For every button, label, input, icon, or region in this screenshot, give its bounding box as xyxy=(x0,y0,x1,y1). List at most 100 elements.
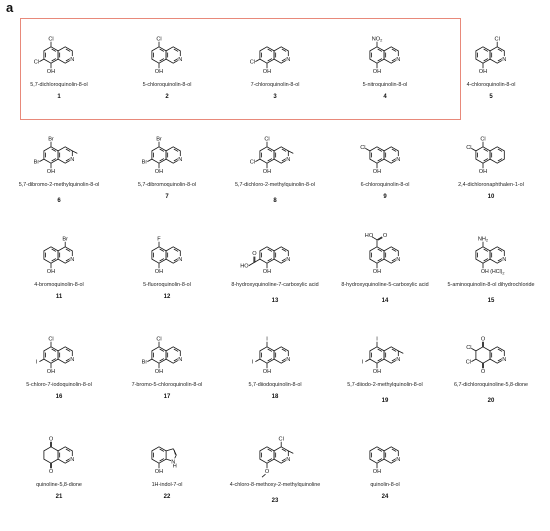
ring xyxy=(151,346,167,364)
nitrogen-atom: N xyxy=(70,357,74,363)
substituent-c5: Br xyxy=(48,136,54,142)
bond xyxy=(147,158,153,162)
bond xyxy=(281,58,287,62)
hydroxyl-label: OH xyxy=(479,69,487,75)
n-mask xyxy=(501,256,507,263)
bond xyxy=(267,458,273,462)
n-mask xyxy=(177,256,183,263)
bond xyxy=(51,348,57,352)
bond xyxy=(391,258,397,262)
bond xyxy=(281,448,287,452)
bond xyxy=(471,348,477,352)
compound-name: 5,7-dibromo-2-methylquinolin-8-ol xyxy=(18,182,100,188)
bond xyxy=(371,236,378,241)
nitrogen-atom: N xyxy=(396,57,400,63)
bond xyxy=(377,458,383,462)
bond xyxy=(159,358,165,362)
compound-number: 4 xyxy=(383,94,387,100)
ring xyxy=(489,146,505,164)
ring xyxy=(273,46,289,64)
compound-number: 22 xyxy=(163,494,171,500)
hydroxyl-label: OH xyxy=(263,69,271,75)
compound-name: 5,7-dichloroquinolin-8-ol xyxy=(30,82,88,88)
bond xyxy=(483,258,489,262)
compound-number: 10 xyxy=(487,194,495,200)
compound-name: 2,4-dichloronaphthalen-1-ol xyxy=(458,182,524,188)
substituent-c5: Cl xyxy=(264,136,269,142)
bond xyxy=(65,348,71,352)
substituent-c4: Cl xyxy=(279,436,284,442)
ring xyxy=(43,346,59,364)
bond xyxy=(377,448,383,452)
methoxy-oxygen: O xyxy=(265,469,270,475)
bond xyxy=(471,358,477,362)
nitrogen-atom: N xyxy=(178,157,182,163)
bond xyxy=(483,48,489,52)
bond xyxy=(391,448,397,452)
hydroxyl-label: OH xyxy=(47,169,55,175)
oxo-label: O xyxy=(481,336,486,342)
bond xyxy=(51,58,57,62)
compound-name: 5,7-diiodoquinolin-8-ol xyxy=(248,382,302,388)
bond xyxy=(497,58,503,62)
nitrogen-atom: N xyxy=(502,357,506,363)
bond xyxy=(497,48,503,52)
substituent-c5: Cl xyxy=(156,36,161,42)
n-mask xyxy=(285,56,291,63)
substituent-c7: Cl xyxy=(34,60,39,66)
bond xyxy=(377,48,383,52)
n-mask xyxy=(395,256,401,263)
oxo-label: O xyxy=(49,436,54,442)
n-mask xyxy=(69,456,75,463)
nitrogen-atom: N xyxy=(396,257,400,263)
bond xyxy=(377,348,383,352)
hydroxyl-label: OH xyxy=(263,269,271,275)
bond xyxy=(159,158,165,162)
bond xyxy=(377,358,383,362)
oxo-label: O xyxy=(49,469,54,475)
ring xyxy=(383,46,399,64)
compound-name: 5-chloro-7-iodoquinolin-8-ol xyxy=(26,382,92,388)
compound-name: 5,7-dibromoquinolin-8-ol xyxy=(137,182,197,188)
nitrogen-atom: N xyxy=(286,257,290,263)
ring xyxy=(43,146,59,164)
bond xyxy=(281,348,287,352)
structure-24: NOH xyxy=(369,446,401,475)
hydroxyl-label: OH xyxy=(263,369,271,375)
nitrogen-atom: N xyxy=(178,257,182,263)
bond xyxy=(65,448,71,452)
bond xyxy=(51,358,57,362)
hydroxyl-label: HO xyxy=(365,233,374,239)
oxo-label: O xyxy=(252,251,257,257)
bond xyxy=(483,58,489,62)
compound-name: 5-aminoquinolin-8-ol dihydrochloride xyxy=(447,282,535,288)
oxo-label: O xyxy=(481,369,486,375)
bond xyxy=(248,262,255,266)
compound-number: 6 xyxy=(57,198,61,204)
ring xyxy=(383,146,399,164)
substituent-c7: I xyxy=(362,360,364,366)
compound-name: 5-fluoroquinolin-8-ol xyxy=(143,282,191,288)
hydroxyl-label: OH xyxy=(47,269,55,275)
substituent-c5: I xyxy=(376,336,378,342)
bond xyxy=(173,348,179,352)
substituent-c5: Cl xyxy=(156,336,161,342)
bond xyxy=(398,350,404,354)
substituent-c5: F xyxy=(157,236,161,242)
n-mask xyxy=(177,356,183,363)
bond xyxy=(497,248,503,252)
bond xyxy=(281,158,287,162)
structure-21: NOO xyxy=(43,436,75,475)
hydroxyl-label: HO xyxy=(240,264,249,270)
